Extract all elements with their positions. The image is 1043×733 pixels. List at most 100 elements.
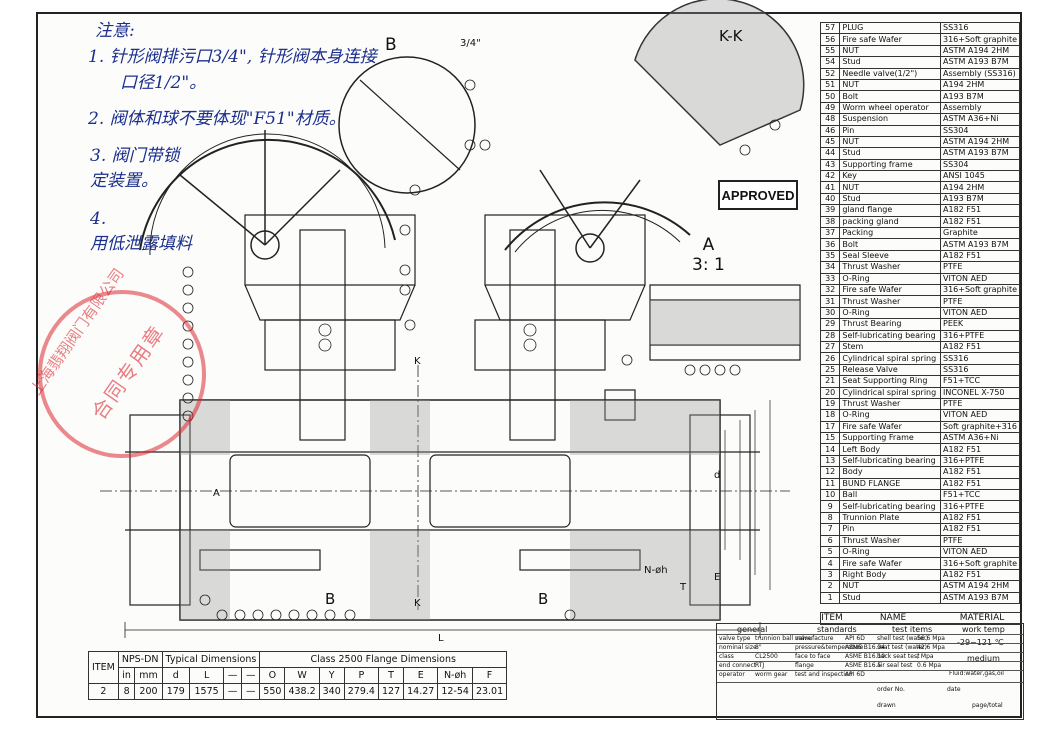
bom-header-material: MATERIAL (959, 613, 1005, 623)
bom-item-no: 45 (819, 135, 841, 149)
bom-item-no: 42 (819, 170, 841, 183)
scale-ratio: 3: 1 (692, 255, 725, 275)
dim-data-cell: 127 (377, 683, 405, 700)
bom-item-material: VITON AED (940, 545, 1020, 559)
bom-item-material: SS316 (940, 21, 1020, 35)
bom-item-material: ASTM A193 B7M (940, 56, 1020, 69)
tb-spec-cell: shell test (water) (877, 635, 929, 642)
bom-item-material: A182 F51 (940, 568, 1020, 582)
tb-standards: standards (817, 625, 857, 634)
tb-spec-cell: seat test (water) (877, 644, 927, 651)
bom-item-no: 19 (819, 397, 841, 411)
bom-item-no: 28 (819, 329, 841, 342)
tb-drawn-label: drawn (877, 702, 896, 709)
bom-item-material: VITON AED (940, 272, 1020, 286)
tb-spec-cell: 56.6 Mpa (917, 635, 945, 642)
note-4a: 4. (90, 209, 107, 229)
tb-test-items: test items (892, 625, 933, 634)
bom-item-no: 55 (819, 44, 841, 58)
dim-data-cell: 12-54 (437, 683, 473, 700)
bom-item-name: Cylindrical spiral spring (839, 386, 941, 399)
section-k-top: K (414, 356, 421, 367)
tb-spec-cell: trunnion ball valve (755, 635, 812, 642)
bom-item-name: O-Ring (839, 409, 941, 422)
tb-order-label: order No. (877, 686, 905, 693)
bom-header-item: ITEM (821, 613, 843, 623)
dim-data-cell: 23.01 (471, 683, 508, 700)
bom-item-no: 39 (819, 204, 841, 217)
bom-item-no: 33 (819, 272, 841, 286)
bom-item-name: Fire safe Wafer (839, 33, 941, 46)
bom-item-material: VITON AED (940, 306, 1020, 320)
tb-spec-cell: 8" (755, 644, 762, 651)
bom-item-name: Pin (839, 523, 941, 536)
bom-item-no: 35 (819, 249, 841, 263)
bom-item-material: Soft graphite+316 (940, 420, 1020, 434)
bom-item-no: 36 (819, 238, 841, 251)
tb-page-label: page/total (972, 702, 1003, 709)
bom-item-name: BUND FLANGE (839, 477, 941, 491)
bom-item-name: NUT (839, 181, 941, 194)
bom-item-material: A182 F51 (940, 340, 1020, 354)
tb-spec-cell: ASME B16.5 (845, 662, 882, 669)
dim-subheader-cell: P (343, 667, 379, 684)
bom-item-name: NUT (839, 44, 941, 58)
bom-item-no: 50 (819, 90, 841, 103)
bom-item-material: PTFE (940, 295, 1020, 308)
note-1b: 口径1/2"。 (120, 73, 207, 93)
bom-item-no: 49 (819, 101, 841, 115)
bom-item-no: 9 (819, 500, 841, 513)
bom-item-name: Bolt (839, 90, 941, 103)
bom-item-name: O-Ring (839, 272, 941, 286)
bom-item-material: A182 F51 (940, 511, 1020, 525)
title-block: general standards test items work temp -… (716, 623, 1024, 720)
bom-item-no: 48 (819, 113, 841, 126)
bom-item-material: 316+PTFE (940, 329, 1020, 342)
dim-subheader-cell: W (284, 667, 320, 684)
bom-item-no: 14 (819, 443, 841, 456)
notes-title: 注意: (95, 21, 135, 41)
tb-general: general (737, 625, 768, 634)
tb-spec-cell: class (719, 653, 734, 660)
section-k-bottom: K (414, 598, 421, 609)
bom-item-material: PTFE (940, 397, 1020, 411)
bom-item-no: 3 (819, 568, 841, 582)
tb-date-label: date (947, 686, 961, 693)
tb-spec-cell: ASME B16.34 (845, 644, 886, 651)
bom-item-no: 46 (819, 124, 841, 137)
bom-item-name: Fire safe Wafer (839, 420, 941, 434)
dim-subheader-cell: Y (318, 667, 345, 684)
dim-data-cell: 438.2 (284, 683, 320, 700)
tb-spec-cell: 0.6 Mpa (917, 662, 942, 669)
bom-item-no: 1 (819, 591, 841, 604)
dim-data-cell: 279.4 (343, 683, 379, 700)
note-2: 2. 阀体和球不要体现"F51"材质。 (88, 109, 346, 129)
bom-item-no: 40 (819, 192, 841, 206)
dim-subheader-cell: in (117, 667, 136, 684)
bom-item-material: INCONEL X-750 (940, 386, 1020, 399)
bom-item-name: Supporting Frame (839, 432, 941, 445)
section-kk-label: K-K (719, 27, 743, 45)
bom-item-material: A194 2HM (940, 181, 1020, 194)
bom-item-no: 37 (819, 227, 841, 240)
dim-header-item: ITEM (88, 651, 119, 684)
dim-subheader-cell: N-øh (437, 667, 473, 684)
dim-subheader-cell: L (189, 667, 225, 684)
bom-item-no: 56 (819, 33, 841, 46)
bom-item-name: NUT (839, 135, 941, 149)
bom-item-material: ASTM A193 B7M (940, 238, 1020, 251)
bom-item-material: 316+Soft graphite (940, 557, 1020, 570)
